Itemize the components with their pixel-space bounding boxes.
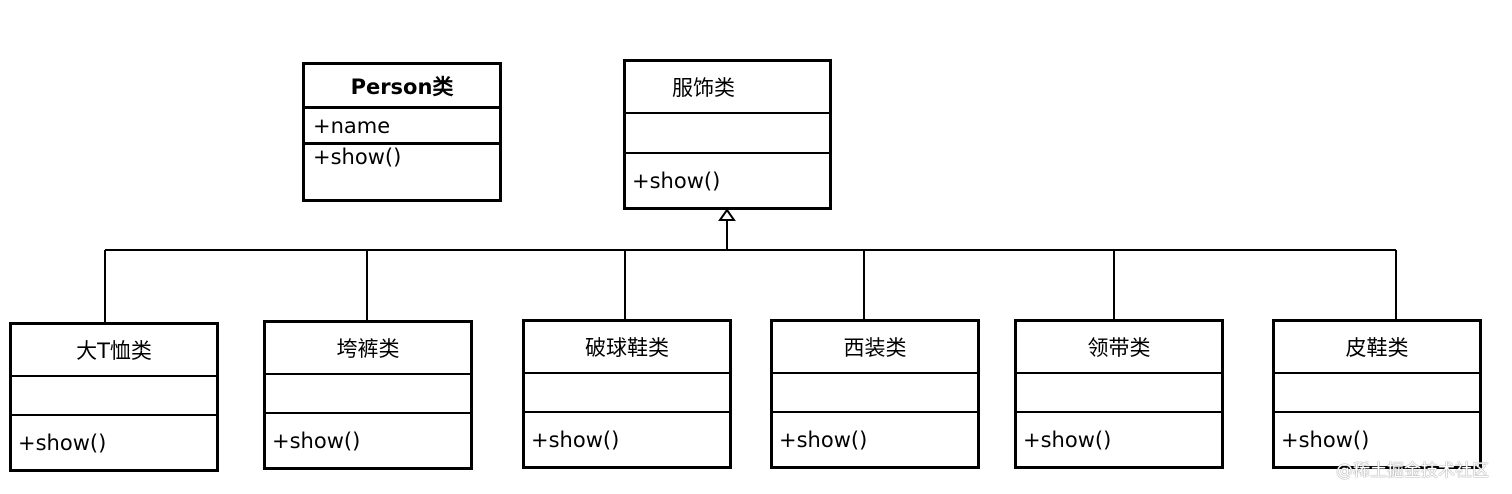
suit-class-attributes [773,374,977,413]
inheritance-arrow-icon [718,208,736,221]
leather-shoes-class-box[interactable]: 皮鞋类 +show() [1272,319,1482,469]
tshirt-class-name: 大T恤类 [12,325,216,377]
clothing-class-box[interactable]: 服饰类 +show() [623,59,832,210]
tie-class-name: 领带类 [1017,322,1221,374]
suit-class-operation: +show() [779,427,868,452]
clothing-class-name: 服饰类 [626,62,829,114]
pants-class-attributes [266,375,470,414]
leather-shoes-class-name: 皮鞋类 [1275,322,1479,374]
sneakers-class-name: 破球鞋类 [525,322,729,374]
person-class-operation: +show() [313,145,402,169]
pants-class-name: 垮裤类 [266,323,470,375]
tshirt-class-operation: +show() [18,430,107,455]
tie-class-box[interactable]: 领带类 +show() [1014,319,1224,469]
sneakers-class-attributes [525,374,729,413]
sneakers-class-operation: +show() [531,427,620,452]
tshirt-class-box[interactable]: 大T恤类 +show() [9,322,219,472]
sneakers-class-box[interactable]: 破球鞋类 +show() [522,319,732,469]
watermark-text: @稀土掘金技术社区 [1336,461,1489,481]
tie-class-attributes [1017,374,1221,413]
person-class-name: Person类 [305,65,499,109]
person-class-attribute: +name [305,109,499,145]
pants-class-operation: +show() [272,428,361,453]
suit-class-box[interactable]: 西装类 +show() [770,319,980,469]
leather-shoes-class-attributes [1275,374,1479,413]
tshirt-class-attributes [12,377,216,416]
clothing-class-attributes [626,114,829,154]
tie-class-operation: +show() [1023,427,1112,452]
clothing-class-operation: +show() [632,168,721,193]
pants-class-box[interactable]: 垮裤类 +show() [263,320,473,470]
leather-shoes-class-operation: +show() [1281,427,1370,452]
suit-class-name: 西装类 [773,322,977,374]
person-class-box[interactable]: Person类 +name +show() [302,62,502,202]
